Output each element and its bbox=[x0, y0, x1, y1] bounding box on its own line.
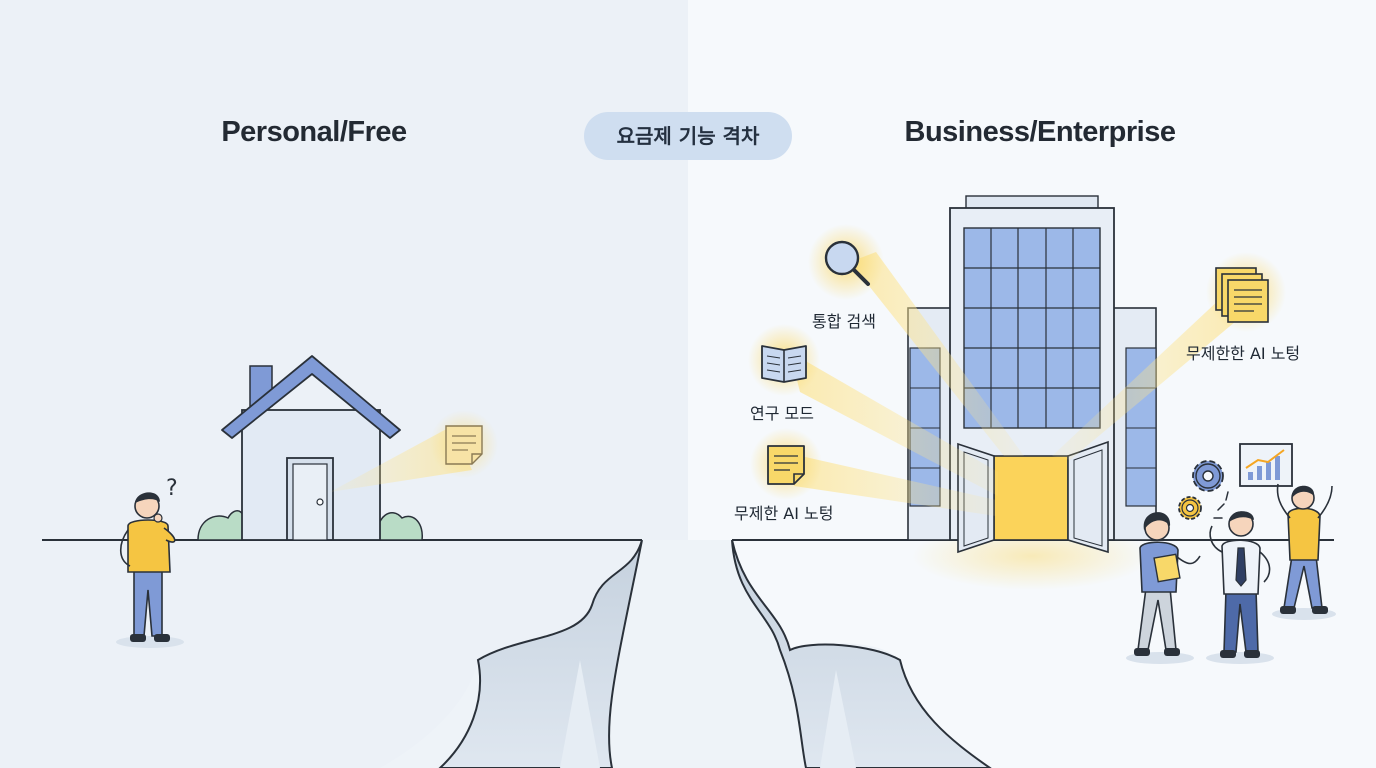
plan-gap-pill: 요금제 기능 격차 bbox=[584, 112, 792, 160]
left-cliff bbox=[380, 539, 688, 768]
business-enterprise-heading: Business/Enterprise bbox=[904, 116, 1176, 148]
note-icon bbox=[750, 428, 822, 500]
bush-left bbox=[197, 510, 247, 541]
feature-beams bbox=[790, 252, 1254, 516]
bush-right bbox=[375, 512, 423, 541]
faded-note-icon bbox=[430, 410, 498, 478]
man-with-tie bbox=[1206, 511, 1274, 664]
chart-board-icon bbox=[1239, 443, 1293, 487]
feature-label-research-mode: 연구 모드 bbox=[750, 404, 814, 423]
gear-icon bbox=[1192, 460, 1224, 492]
idea-sparks bbox=[1213, 491, 1229, 519]
cheering-woman bbox=[1272, 483, 1336, 620]
right-cliff bbox=[688, 539, 992, 768]
woman-with-clipboard bbox=[1126, 512, 1201, 664]
svg-text:?: ? bbox=[166, 476, 178, 501]
house bbox=[221, 355, 401, 541]
confused-person: ? bbox=[116, 476, 184, 648]
feature-label-unlimited-notes-2: 무제한한 AI 노텅 bbox=[1186, 344, 1301, 363]
small-gear-icon bbox=[1178, 496, 1202, 520]
feature-label-unlimited-notes: 무제한 AI 노텅 bbox=[734, 504, 834, 523]
feature-label-unified-search: 통합 검색 bbox=[812, 312, 876, 331]
magnifier-icon bbox=[808, 224, 884, 300]
personal-free-heading: Personal/Free bbox=[221, 116, 407, 148]
open-book-icon bbox=[748, 324, 820, 396]
stacked-notes-icon bbox=[1206, 252, 1286, 332]
office-building bbox=[907, 195, 1157, 554]
